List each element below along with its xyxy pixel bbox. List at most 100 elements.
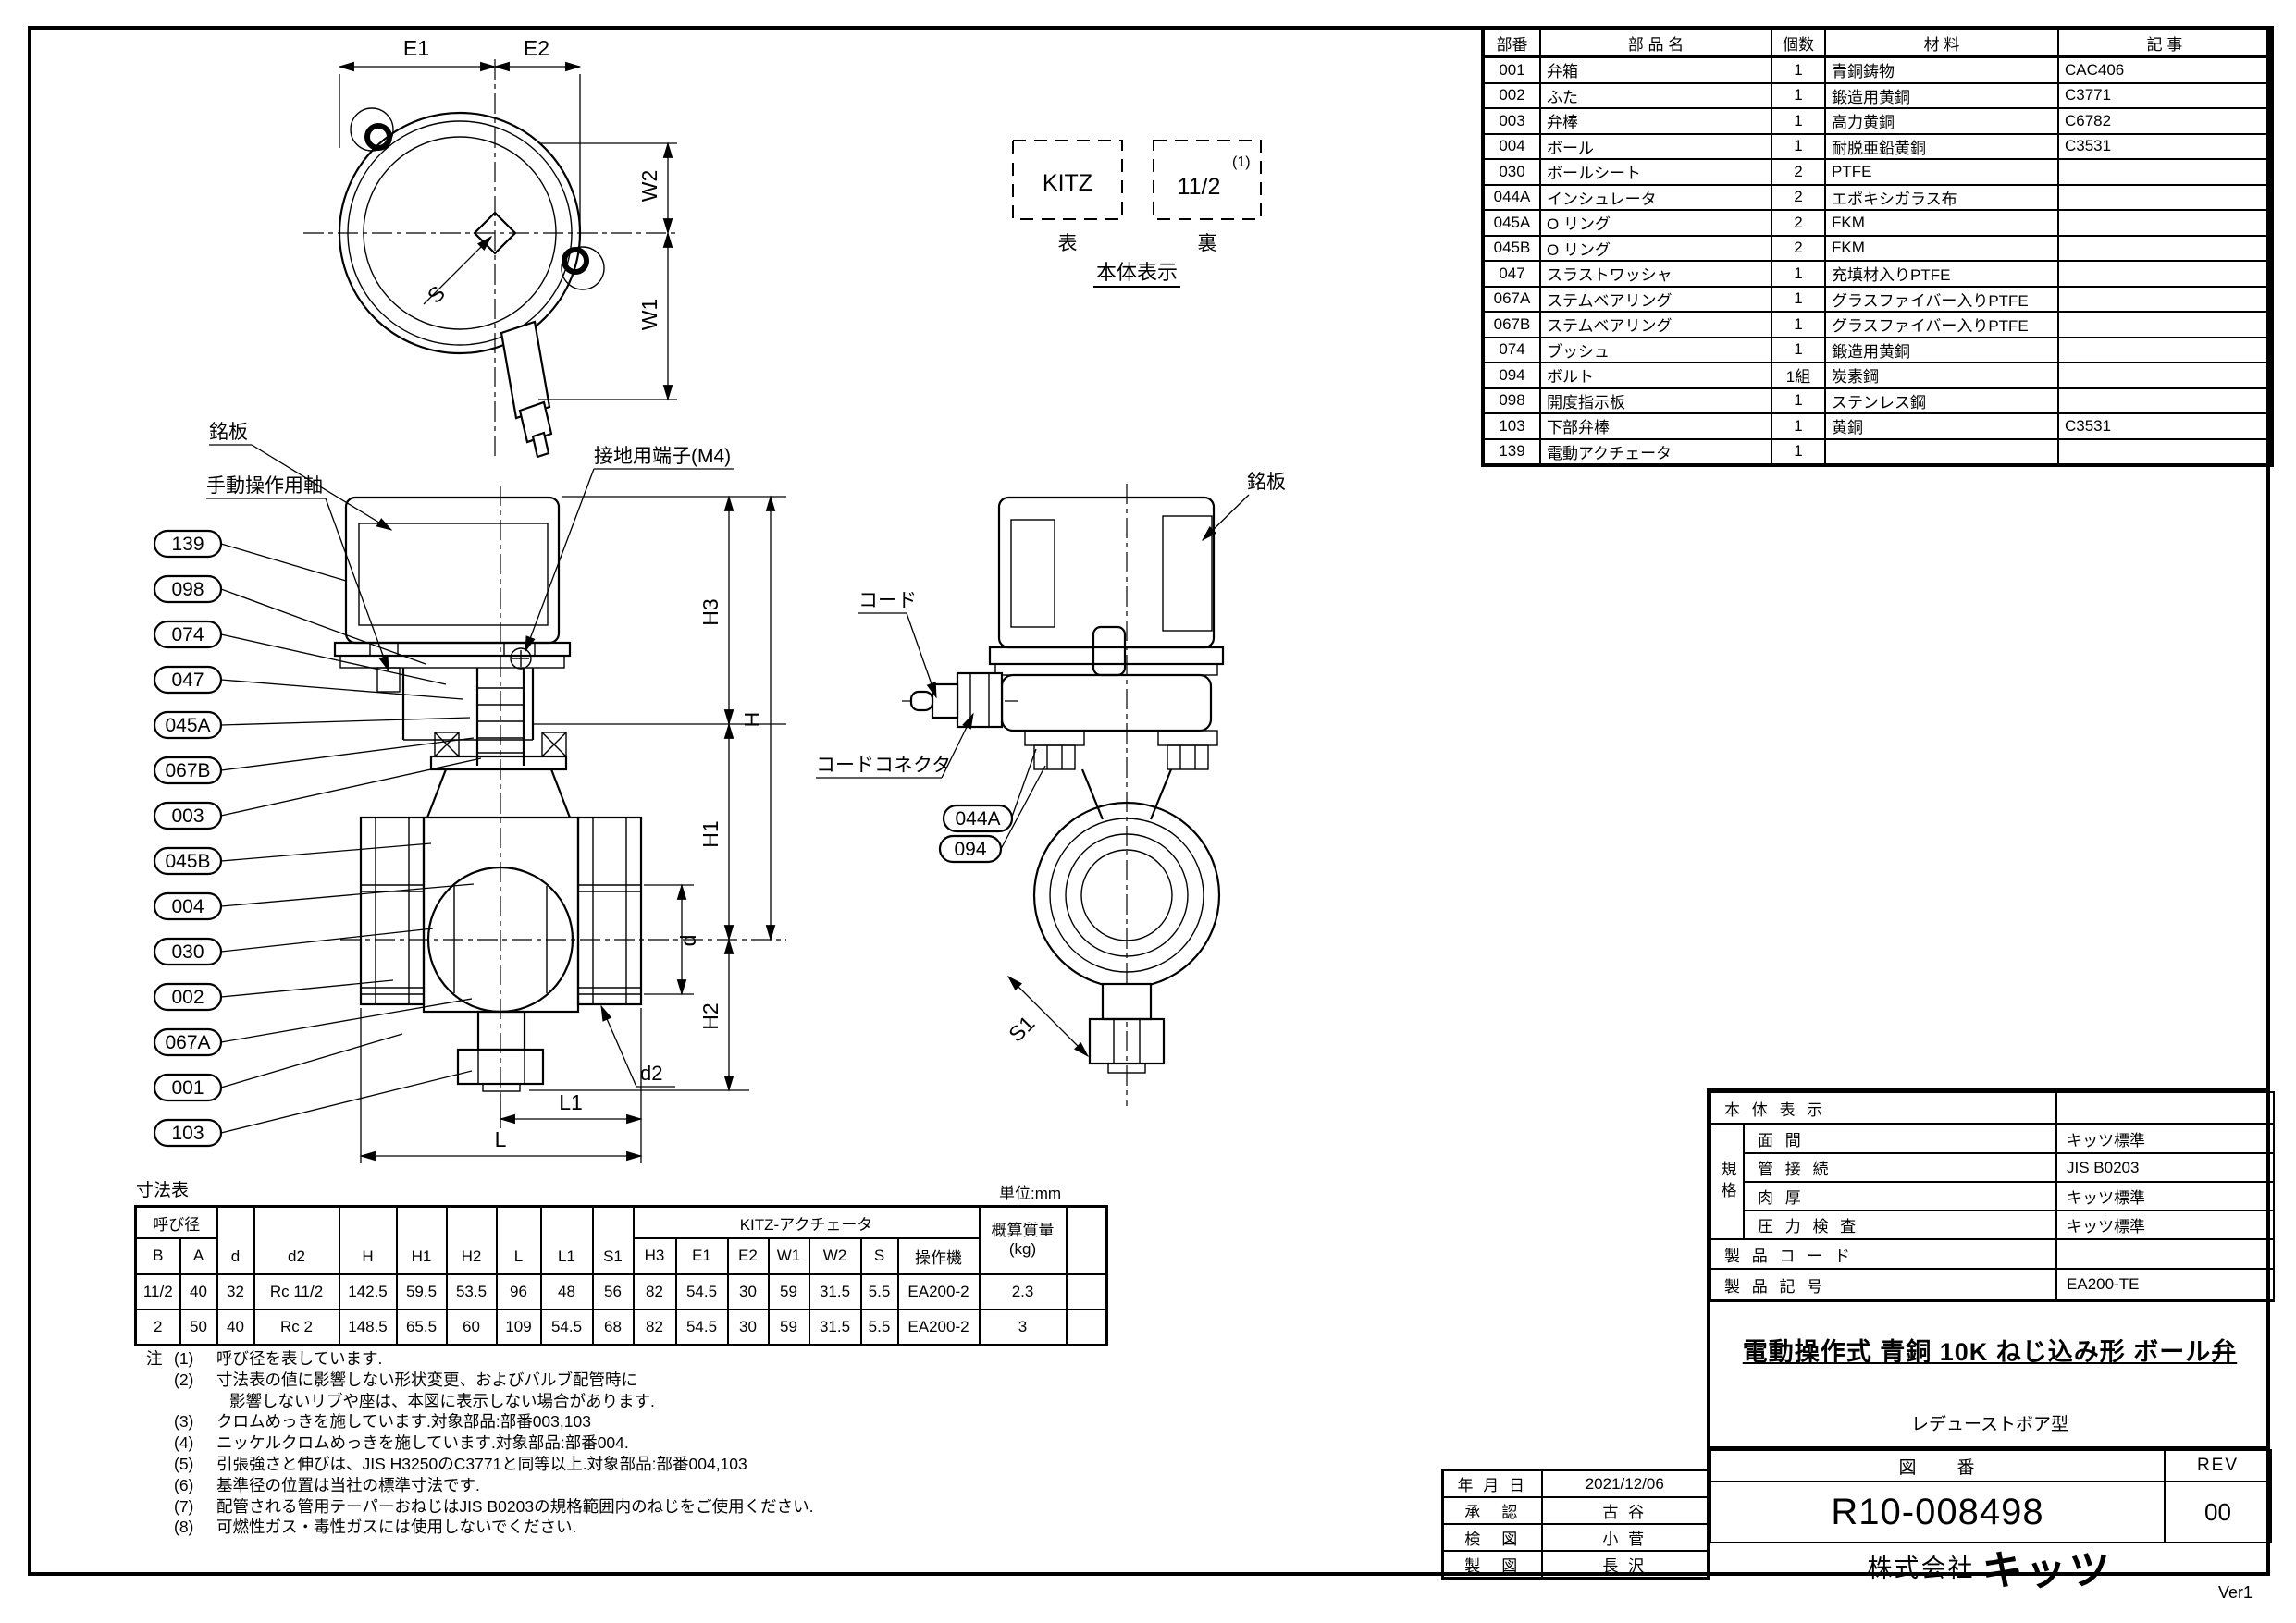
cell: EA200-2 <box>896 1273 981 1310</box>
balloon-094: 094 <box>938 765 1046 864</box>
cell: 1 <box>1771 285 1826 313</box>
product-code-label: 製 品 コ ー ド <box>1709 1238 2058 1270</box>
svg-text:067A: 067A <box>165 1032 210 1053</box>
svg-text:044A: 044A <box>955 808 1000 830</box>
cell: 56 <box>591 1273 635 1310</box>
table-header-row: 呼び径 d d2 H H1 H2 L L1 S1 KITZ-アクチェータ 概算質… <box>134 1205 1108 1275</box>
approval-value: 2021/12/06 <box>1540 1469 1710 1498</box>
col-b: B <box>134 1237 181 1275</box>
cell: 82 <box>632 1309 677 1346</box>
label-manual-shaft: 手動操作用軸 <box>206 475 389 672</box>
marking-front-caption: 表 <box>1058 233 1078 254</box>
cell: 2 <box>1771 158 1826 186</box>
cell <box>2055 1091 2276 1125</box>
drawing-no-label: 図 番 <box>1710 1449 2166 1482</box>
cell: ふた <box>1539 81 1772 109</box>
col-empty <box>1065 1205 1108 1275</box>
cell: 下部弁棒 <box>1539 412 1772 440</box>
dimension-table: 呼び径 d d2 H H1 H2 L L1 S1 KITZ-アクチェータ 概算質… <box>134 1205 1109 1346</box>
balloon-002: 002 <box>153 979 394 1012</box>
cell: ボルト <box>1539 362 1772 389</box>
cell: 59.5 <box>395 1273 448 1310</box>
cell: 耐脱亜鉛黄銅 <box>1824 132 2059 160</box>
balloon-067A: 067A <box>153 998 473 1057</box>
title-area: 電動操作式 青銅 10K ねじ込み形 ボール弁 レデューストボア型 <box>1710 1302 2270 1449</box>
dim-label-d2: d2 <box>640 1062 662 1085</box>
dim-label-h3: H3 <box>698 598 722 625</box>
cell <box>2057 336 2273 363</box>
balloon-067B: 067B <box>153 737 475 785</box>
svg-text:030: 030 <box>171 941 204 963</box>
svg-text:045A: 045A <box>165 715 210 736</box>
note-line: 影響しないリブや座は、本図に表示しない場合があります. <box>146 1391 813 1412</box>
cell: 31.5 <box>808 1273 862 1310</box>
cell: 1 <box>1771 311 1826 338</box>
drawing-subtitle: レデューストボア型 <box>1910 1415 2069 1434</box>
cell: 1 <box>1771 55 1826 84</box>
cell: 142.5 <box>338 1273 398 1310</box>
cell <box>2057 260 2273 288</box>
product-symbol-label: 製 品 記 号 <box>1709 1268 2058 1302</box>
svg-text:コード: コード <box>858 590 917 611</box>
cell: 044A <box>1482 183 1541 211</box>
dim-label-s1: S1 <box>1004 1011 1039 1046</box>
bolt-insulator-right <box>1157 730 1218 770</box>
cell: 103 <box>1482 412 1541 440</box>
cell <box>2057 158 2273 186</box>
dim-label-e1: E1 <box>403 36 429 60</box>
col-d2: d2 <box>253 1205 340 1275</box>
cord-connector-shape <box>909 671 1004 729</box>
cell: 65.5 <box>395 1309 448 1346</box>
balloon-098: 098 <box>153 574 426 665</box>
cell: 2 <box>134 1309 181 1346</box>
cell: 弁棒 <box>1539 107 1772 135</box>
note-text: 引張強さと伸びは、JIS H3250のC3771と同等以上.対象部品:部番004… <box>216 1454 747 1473</box>
dim-table-title: 寸法表 <box>136 1181 190 1200</box>
cell: C3531 <box>2057 132 2273 160</box>
svg-text:074: 074 <box>171 624 204 646</box>
ground-screw-icon <box>510 647 532 670</box>
cell: 30 <box>726 1273 770 1310</box>
table-header-row: B A H3 E1 E2 W1 W2 S 操作機 <box>134 1237 1107 1275</box>
mount-ear <box>561 246 605 290</box>
note-text: ニッケルクロムめっきを施しています.対象部品:部番004. <box>216 1433 629 1453</box>
approval-label: 検 図 <box>1441 1523 1543 1552</box>
cell <box>2057 311 2273 338</box>
cell: FKM <box>1824 234 2059 262</box>
cell: 045A <box>1482 209 1541 237</box>
cell: C3771 <box>2057 81 2273 109</box>
spec-value: キッツ標準 <box>2055 1123 2276 1154</box>
spec-label: 圧 力 検 査 <box>1742 1210 2058 1240</box>
marking-front-text: KITZ <box>1043 170 1092 196</box>
cell: 30 <box>726 1309 770 1346</box>
marking-title: 本体表示 <box>1096 261 1178 284</box>
cell: 96 <box>495 1273 542 1310</box>
svg-text:094: 094 <box>954 839 986 860</box>
note-text: 可燃性ガス・毒性ガスには使用しないでください. <box>216 1518 577 1537</box>
cell: 139 <box>1482 437 1541 466</box>
cell: 1組 <box>1771 362 1826 389</box>
label-ground-terminal: 接地用端子(M4) <box>525 446 734 653</box>
cell: 40 <box>179 1273 218 1310</box>
table-header-row: 部番 部 品 名 個数 材 料 記 事 <box>1482 27 2273 58</box>
svg-text:067B: 067B <box>165 760 210 781</box>
cell: 1 <box>1771 107 1826 135</box>
mount-ear <box>350 107 394 152</box>
cell <box>2057 209 2273 237</box>
col-op: 操作機 <box>896 1237 981 1275</box>
valve-drawing: E1 E2 W2 W1 S KITZ 11/2 (1) 表 裏 本体表示 <box>153 36 1286 1163</box>
cell: 030 <box>1482 158 1541 186</box>
end-cap-left <box>359 816 426 1006</box>
cell: 1 <box>1771 336 1826 363</box>
cell: O リング <box>1539 234 1772 262</box>
cell <box>2057 437 2273 466</box>
spec-value: キッツ標準 <box>2055 1181 2276 1211</box>
spec-value: JIS B0203 <box>2055 1152 2276 1183</box>
bolt-insulator-left <box>1024 730 1085 770</box>
